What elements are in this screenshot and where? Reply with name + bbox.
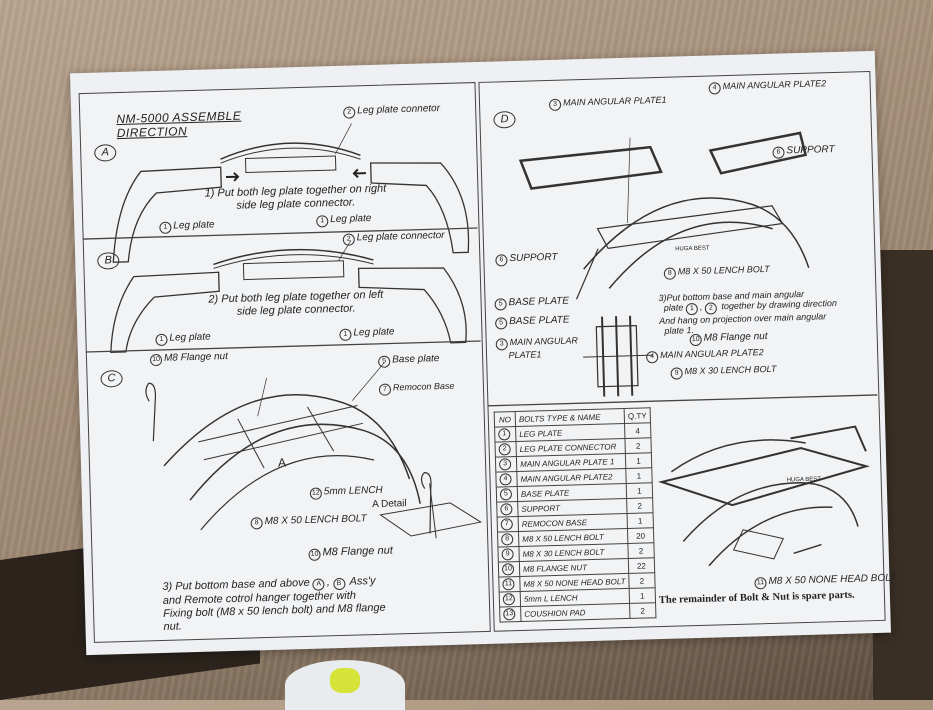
header-no: NO — [494, 411, 516, 428]
section-d-drawing — [518, 131, 810, 300]
c-detail-label: A Detail — [372, 498, 407, 511]
shoe — [285, 660, 405, 710]
c-marker-a: A — [277, 455, 287, 470]
section-b-drawing — [110, 240, 467, 353]
divider-2 — [85, 340, 481, 353]
d-instruction: 3)Put bottom base and main angular plate… — [658, 288, 838, 336]
final-brand: HUGA BEST — [786, 476, 822, 484]
divider-1 — [82, 227, 478, 240]
final-assembly-drawing — [658, 425, 870, 567]
c-instruction: 3) Put bottom base and above A, B Ass'y … — [162, 575, 386, 633]
section-a-drawing — [112, 123, 470, 263]
d-brand: HUGA BEST — [675, 245, 710, 253]
divider-right — [487, 394, 878, 407]
section-c-drawing — [145, 362, 483, 539]
detail-drawing — [583, 315, 654, 397]
